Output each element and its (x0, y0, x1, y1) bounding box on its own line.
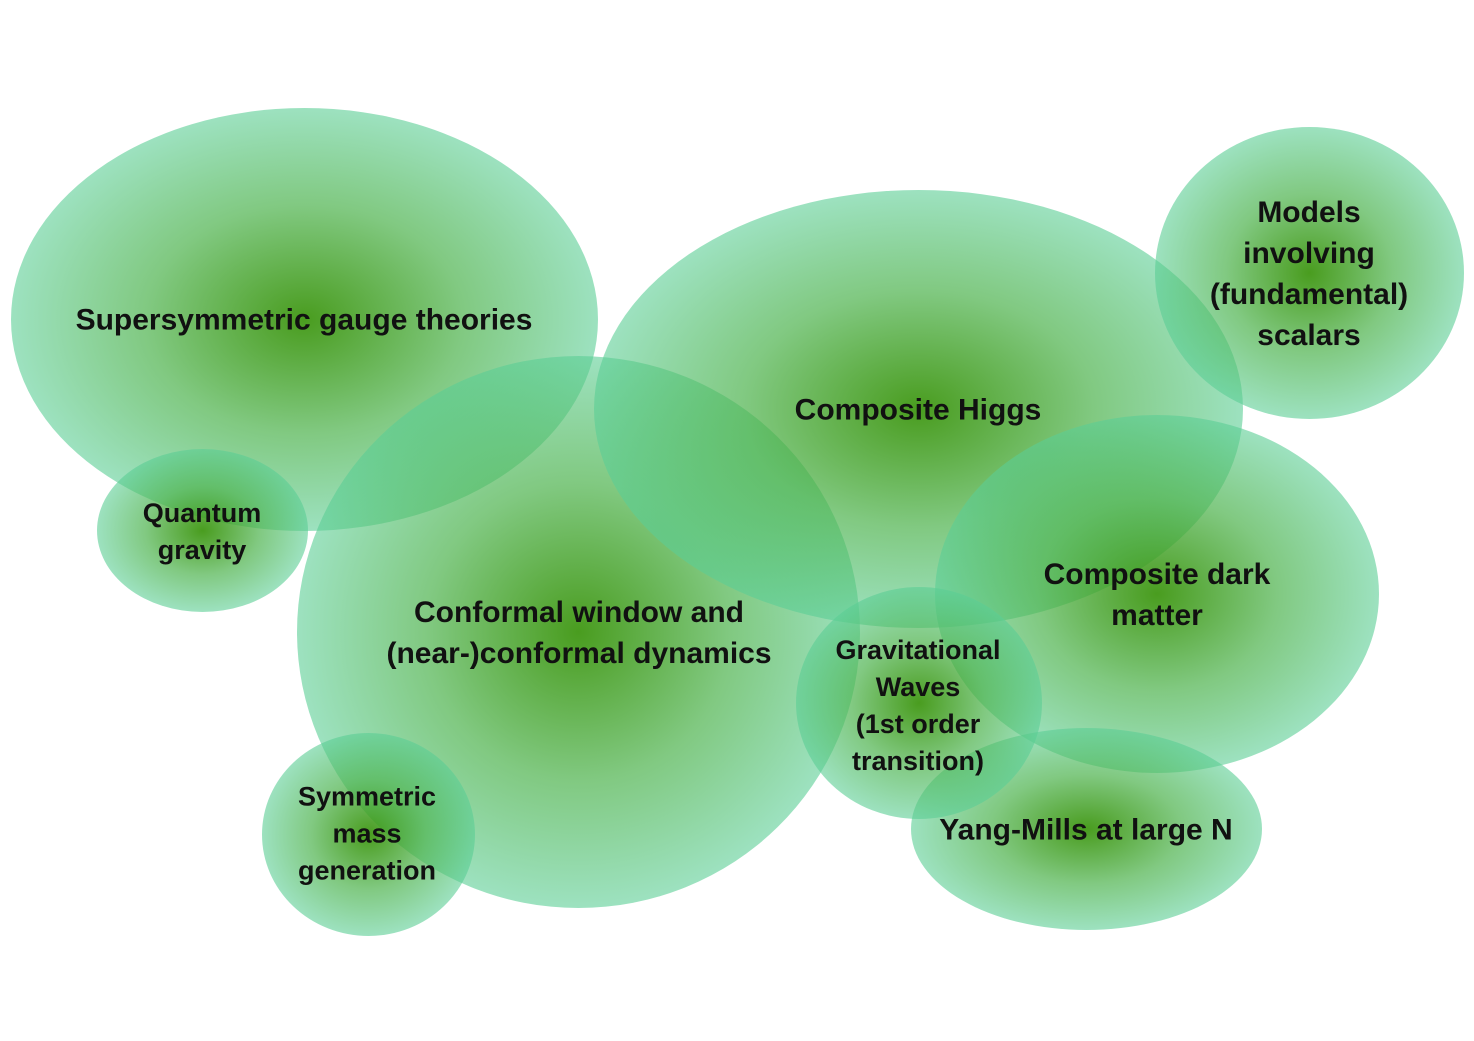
gravitational-waves-label: Gravitational Waves (1st order transitio… (835, 635, 1001, 776)
quantum-gravity-label: Quantum gravity (142, 498, 262, 565)
symmetric-mass-generation-blob (262, 733, 475, 936)
fundamental-scalars-blob (1155, 127, 1464, 419)
fundamental-scalars-label: Models involving (fundamental) scalars (1209, 196, 1409, 352)
composite-higgs-label: Composite Higgs (794, 393, 1042, 427)
gravitational-waves-blob (796, 587, 1042, 819)
composite-dark-matter-label: Composite dark matter (1043, 558, 1271, 632)
symmetric-mass-generation-label: Symmetric mass generation (297, 781, 437, 886)
yang-mills-large-n-label: Yang-Mills at large N (939, 813, 1233, 847)
conformal-window-label: Conformal window and (near-)conformal dy… (386, 596, 772, 670)
supersymmetric-gauge-theories-label: Supersymmetric gauge theories (75, 303, 533, 337)
quantum-gravity-blob (97, 449, 308, 612)
